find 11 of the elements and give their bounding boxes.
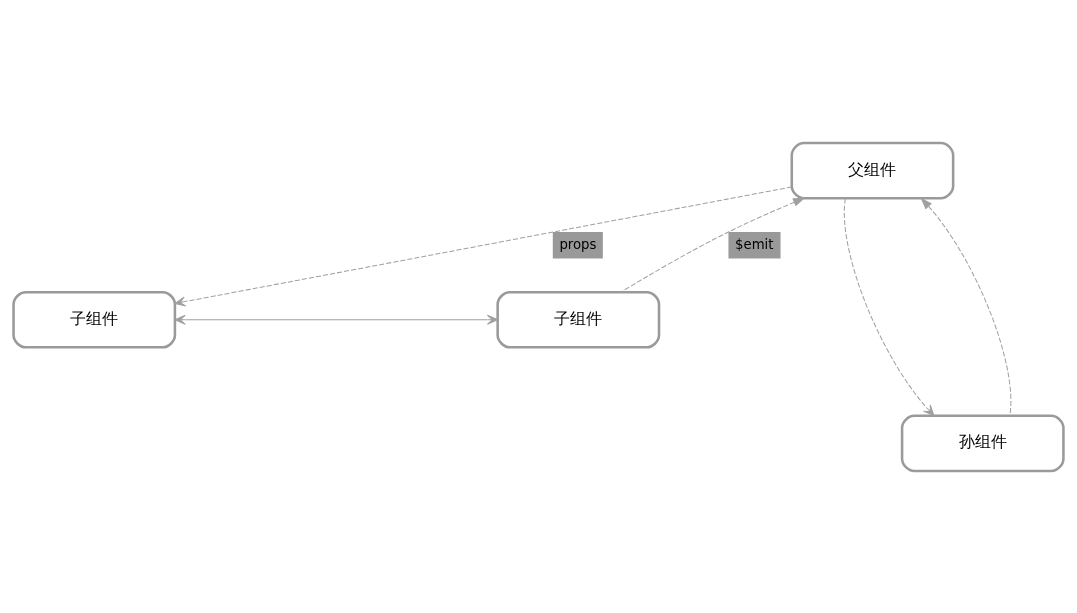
node-box: 子组件: [496, 290, 661, 349]
arrow: [174, 314, 499, 325]
arrow: [174, 185, 793, 307]
node-box: 子组件: [12, 290, 177, 349]
edge-label: $emit: [735, 236, 774, 252]
edge-label: props: [559, 236, 597, 252]
arrow: [843, 197, 935, 416]
node-box: 父组件: [790, 141, 955, 199]
node-box: 孙组件: [900, 414, 1065, 472]
arrow: [620, 197, 806, 293]
arrow: [920, 197, 1012, 416]
